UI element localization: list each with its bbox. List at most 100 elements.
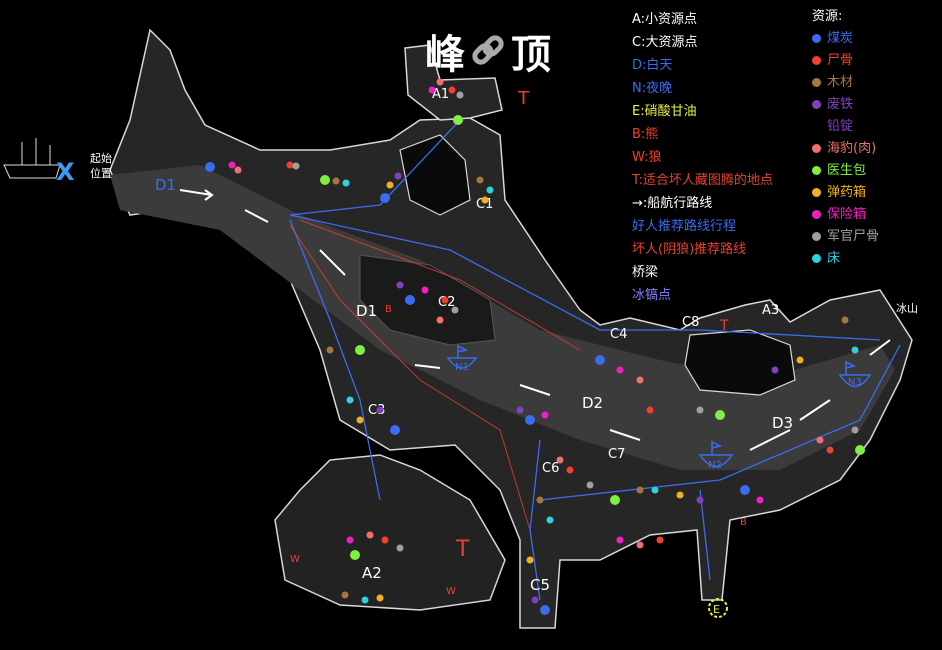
resource-dot (481, 196, 489, 204)
label-c6: C6 (542, 461, 559, 476)
resource-item: 木材 (812, 72, 942, 94)
resource-dot (390, 425, 400, 435)
resource-dot (586, 481, 594, 489)
resource-dot (676, 491, 684, 499)
resource-dot (855, 445, 865, 455)
label-d3: D3 (772, 414, 793, 432)
resource-item: 保险箱 (812, 204, 942, 226)
label-c7: C7 (608, 447, 625, 462)
resource-dot (851, 426, 859, 434)
resource-dot (292, 162, 300, 170)
legend-item-bad: 坏人(阴狼)推荐路线 (632, 242, 747, 257)
resource-dot (405, 295, 415, 305)
resource-dot (361, 596, 369, 604)
resource-dot (816, 436, 824, 444)
resource-dot (456, 91, 464, 99)
legend-item-N: N:夜晚 (632, 81, 673, 96)
resource-dot (812, 210, 821, 219)
svg-text:E: E (713, 603, 720, 616)
chain-link-icon (472, 35, 504, 65)
legend-item-B: B:熊 (632, 127, 659, 142)
label-c5: C5 (530, 576, 550, 594)
resource-dot (350, 550, 360, 560)
resource-dot (566, 466, 574, 474)
legend-item-A: A:小资源点 (632, 12, 698, 27)
resource-dot (346, 396, 354, 404)
label-d1-second: D1 (356, 302, 377, 320)
resource-dot (436, 78, 444, 86)
legend-item-ice: 冰镐点 (632, 288, 672, 303)
start-label: 起始 (90, 151, 112, 165)
resource-name: 废铁 铅锭 (827, 97, 854, 134)
resource-dot (326, 346, 334, 354)
resource-dot (366, 531, 374, 539)
title-left: 峰 (425, 32, 465, 78)
resource-dot (756, 496, 764, 504)
resource-dot (812, 254, 821, 263)
label-b: B (740, 517, 747, 528)
label-n2: N2 (708, 460, 722, 471)
resource-dot (531, 596, 539, 604)
resource-dot (394, 172, 402, 180)
resource-name: 尸骨 (827, 53, 854, 68)
resource-dot (546, 516, 554, 524)
resource-dot (812, 144, 821, 153)
label-t-top: T (517, 88, 530, 109)
label-c4: C4 (610, 327, 627, 342)
resource-dot (812, 56, 821, 65)
island-a1 (404, 44, 503, 121)
legend-item-bridge: 桥梁 (632, 265, 659, 280)
start-label: 位置 (90, 166, 112, 180)
label-w: W (290, 554, 300, 565)
resource-dot (376, 406, 384, 414)
resource-dot (421, 286, 429, 294)
resource-dot (341, 591, 349, 599)
ship-route-arrows (179, 189, 891, 451)
resource-dot (812, 166, 821, 175)
resource-dot (646, 406, 654, 414)
label-a1: A1 (432, 87, 449, 102)
resource-name: 海豹(肉) (827, 141, 877, 156)
resource-dot (428, 86, 436, 94)
legend-item-good: 好人推荐路线行程 (632, 219, 737, 234)
resource-item: 医生包 (812, 160, 942, 182)
label-c1: C1 (476, 197, 493, 212)
resource-dot (851, 346, 859, 354)
resource-dot (356, 416, 364, 424)
label-a2: A2 (362, 564, 382, 582)
resource-name: 军官尸骨 (827, 229, 880, 244)
central-island (359, 254, 496, 346)
lake-c1 (399, 134, 471, 216)
title-right: 顶 (511, 32, 551, 78)
resource-dot (448, 86, 456, 94)
page-title: 峰 顶 (425, 22, 551, 80)
bad-route (289, 219, 581, 531)
resource-dot (205, 162, 215, 172)
resource-dot (696, 406, 704, 414)
resource-dot (595, 355, 605, 365)
resource-dot (396, 544, 404, 552)
resource-item: 弹药箱 (812, 182, 942, 204)
resource-dot (812, 188, 821, 197)
resource-legend: 资源: 煤炭尸骨木材废铁 铅锭海豹(肉)医生包弹药箱保险箱军官尸骨床 (812, 6, 942, 270)
resource-dot (486, 186, 494, 194)
resource-dot (380, 193, 390, 203)
resource-item: 煤炭 (812, 28, 942, 50)
river-band (110, 165, 895, 470)
label-t-east: T (719, 318, 729, 334)
resource-dot (636, 376, 644, 384)
resource-dot (812, 100, 821, 109)
resource-name: 医生包 (827, 163, 867, 178)
resource-dot (526, 556, 534, 564)
resource-dot (636, 541, 644, 549)
resource-dot (228, 161, 236, 169)
label-d1: D1 (155, 176, 176, 194)
resource-dot (740, 485, 750, 495)
resource-dot (841, 316, 849, 324)
resource-dot (381, 536, 389, 544)
resource-dot (636, 486, 644, 494)
resource-name: 木材 (827, 75, 854, 90)
legend-item-T: T:适合坏人藏图腾的地点 (632, 173, 773, 188)
